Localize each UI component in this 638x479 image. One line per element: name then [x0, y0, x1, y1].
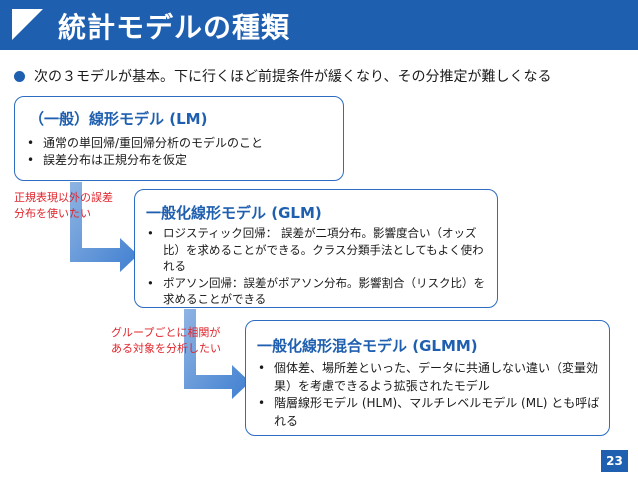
page-number: 23	[601, 450, 628, 472]
note-glmm: グループごとに相関が ある対象を分析したい	[111, 326, 221, 355]
triangle-marker-icon	[12, 9, 43, 40]
bullet-icon: •	[27, 136, 35, 150]
intro-text: 次の３モデルが基本。下に行くほど前提条件が緩くなり、その分推定が難しくなる	[34, 69, 552, 85]
note-glm: 正規表現以外の誤差 分布を使いたい	[14, 191, 113, 220]
bullet-icon: •	[258, 396, 266, 410]
bullet-icon: •	[147, 226, 154, 240]
bullet-icon: •	[147, 275, 154, 290]
lm-title: （一般）線形モデル (LM)	[29, 110, 208, 128]
bullet-icon: •	[258, 361, 266, 375]
glmm-title: 一般化線形混合モデル (GLMM)	[257, 337, 478, 355]
down-right-arrow-icon	[70, 182, 138, 272]
list-item: •ロジスティック回帰： 誤差が二項分布。影響度合い（オッズ比）を求めることができ…	[147, 226, 484, 273]
title-bar: 統計モデルの種類	[0, 0, 638, 50]
circle-bullet-icon	[14, 71, 25, 82]
glm-box: 一般化線形モデル (GLM) •ロジスティック回帰： 誤差が二項分布。影響度合い…	[134, 189, 498, 308]
down-right-arrow-icon	[184, 309, 250, 399]
lm-list: •通常の単回帰/重回帰分析のモデルのこと •誤差分布は正規分布を仮定	[25, 135, 335, 169]
glmm-box: 一般化線形混合モデル (GLMM) •個体差、場所差といった、データに共通しない…	[245, 320, 610, 436]
glm-list: •ロジスティック回帰： 誤差が二項分布。影響度合い（オッズ比）を求めることができ…	[145, 225, 493, 308]
glmm-list: •個体差、場所差といった、データに共通しない違い（変量効果）を考慮できるよう拡張…	[256, 360, 606, 430]
list-item: •個体差、場所差といった、データに共通しない違い（変量効果）を考慮できるよう拡張…	[258, 361, 599, 393]
list-item: •ポアソン回帰：誤差がポアソン分布。影響割合（リスク比）を求めることができる	[147, 275, 485, 307]
page-title: 統計モデルの種類	[58, 11, 291, 44]
glm-title: 一般化線形モデル (GLM)	[146, 204, 322, 222]
bullet-icon: •	[27, 153, 35, 167]
list-item: •誤差分布は正規分布を仮定	[27, 153, 188, 167]
list-item: •階層線形モデル (HLM)、マルチレベルモデル (ML) とも呼ばれる	[258, 396, 600, 428]
lm-box: （一般）線形モデル (LM) •通常の単回帰/重回帰分析のモデルのこと •誤差分…	[14, 96, 344, 181]
list-item: •通常の単回帰/重回帰分析のモデルのこと	[27, 136, 264, 150]
